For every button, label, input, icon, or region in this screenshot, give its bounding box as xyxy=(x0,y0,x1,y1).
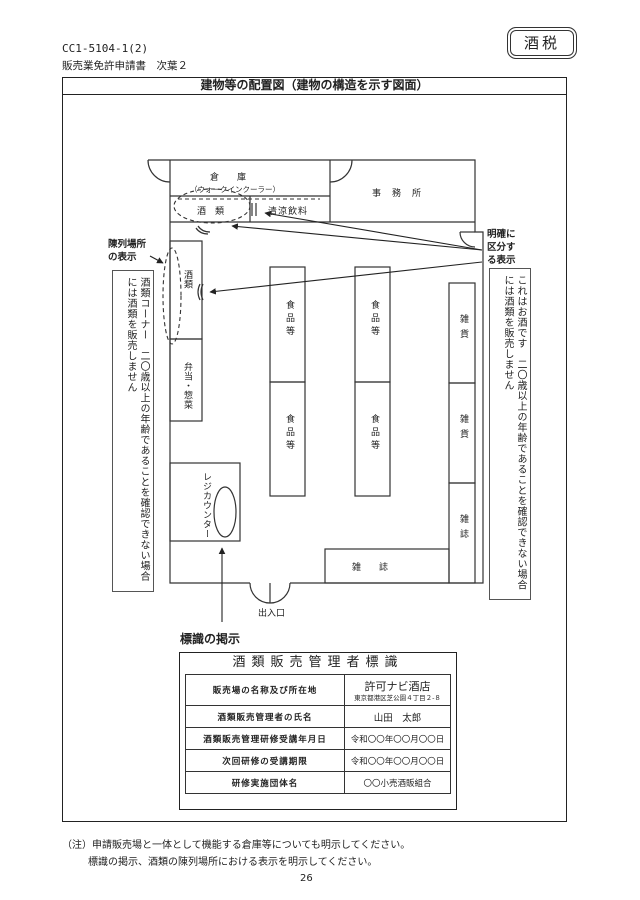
sign-row: 酒類販売管理者の氏名 山田 太郎 xyxy=(185,705,451,728)
food-label-3: 食品等 xyxy=(369,300,379,339)
notice-left: 酒類コーナー 二〇歳以上の年齢であることを確認できない場合には酒類を販売しません xyxy=(112,270,154,592)
magazine-label-right: 雑誌 xyxy=(458,514,468,544)
sign-label: 酒類販売管理研修受講年月日 xyxy=(185,727,345,750)
sign-board xyxy=(179,652,457,810)
arrow-distinguish-3 xyxy=(209,261,483,295)
door-arc-left xyxy=(147,159,171,183)
door-arc-right xyxy=(329,159,353,183)
divider-curve-2 xyxy=(197,283,201,301)
register-label: レジカウンター xyxy=(201,472,211,539)
food-shelf-2b xyxy=(354,381,391,497)
warehouse-label: 倉 庫 xyxy=(210,173,247,183)
sign-row: 販売場の名称及び所在地 許可ナビ酒店 東京都港区芝公園４丁目２-８ xyxy=(185,674,451,706)
food-label-4: 食品等 xyxy=(369,414,379,453)
display-place-top xyxy=(173,188,251,224)
bento-label: 弁当・惣菜 xyxy=(182,362,192,410)
sign-row: 酒類販売管理研修受講年月日 令和〇〇年〇〇月〇〇日 xyxy=(185,727,451,750)
sign-title: 酒類販売管理者標識 xyxy=(232,655,404,670)
sign-value: 許可ナビ酒店 東京都港区芝公園４丁目２-８ xyxy=(344,674,451,706)
liquor-shelf-vertical xyxy=(169,240,203,340)
food-label-1: 食品等 xyxy=(284,300,294,339)
display-place-left xyxy=(162,247,182,345)
entrance-door-left xyxy=(249,582,271,604)
page-number: 26 xyxy=(300,873,313,884)
magazine-label-bottom: 雑 誌 xyxy=(352,563,389,573)
sign-value: 令和〇〇年〇〇月〇〇日 xyxy=(344,749,451,772)
entrance-door-right xyxy=(269,582,291,604)
food-shelf-1b xyxy=(269,381,306,497)
sign-table: 販売場の名称及び所在地 許可ナビ酒店 東京都港区芝公園４丁目２-８ 酒類販売管理… xyxy=(185,674,451,794)
liquor-shelf-label: 酒 類 xyxy=(197,207,225,217)
goods-label-2: 雑貨 xyxy=(458,414,468,444)
callout-distinguish: 明確に 区分す る表示 xyxy=(487,229,516,266)
divider-curve-1 xyxy=(195,227,209,235)
door-arc-office xyxy=(459,231,476,248)
bento-shelf xyxy=(169,338,203,422)
sign-row: 研修実施団体名 〇〇小売酒販組合 xyxy=(185,771,451,794)
goods-label-1: 雑貨 xyxy=(458,314,468,344)
liquor-vertical-label: 酒類 xyxy=(182,270,192,289)
sign-row: 次回研修の受講期限 令和〇〇年〇〇月〇〇日 xyxy=(185,749,451,772)
form-subtitle: 販売業免許申請書 次葉２ xyxy=(62,60,188,72)
sign-value: 〇〇小売酒販組合 xyxy=(344,771,451,794)
sign-label: 研修実施団体名 xyxy=(185,771,345,794)
callout-sign-posting: 標識の掲示 xyxy=(180,632,241,646)
footer-note-2: 標識の掲示、酒類の陳列場所における表示を明示してください。 xyxy=(88,857,378,868)
sign-label: 販売場の名称及び所在地 xyxy=(185,674,345,706)
food-label-2: 食品等 xyxy=(284,414,294,453)
sign-label: 次回研修の受講期限 xyxy=(185,749,345,772)
walkin-label: （ウォークインクーラー） xyxy=(190,185,280,194)
notice-right: これはお酒です 二〇歳以上の年齢であることを確認できない場合には酒類を販売しませ… xyxy=(489,268,531,600)
callout-display-place: 陳列場所 の表示 xyxy=(108,239,147,263)
sign-value: 令和〇〇年〇〇月〇〇日 xyxy=(344,727,451,750)
register-mark xyxy=(213,486,237,538)
soft-drinks-label: 清涼飲料 xyxy=(268,207,309,217)
footer-note-1: （注）申請販売場と一体として機能する倉庫等についても明示してください。 xyxy=(62,840,411,851)
tax-stamp: 酒税 xyxy=(507,27,577,59)
entrance-label: 出入口 xyxy=(258,609,286,619)
register-counter xyxy=(169,462,241,542)
office-label: 事 務 所 xyxy=(372,189,423,199)
arrow-display-place xyxy=(149,255,164,264)
magazine-shelf-right xyxy=(448,482,476,584)
drawing-frame xyxy=(62,77,567,822)
form-code: CC1-5104-1(2) xyxy=(62,42,149,55)
arrow-distinguish-1 xyxy=(264,210,483,251)
sign-value: 山田 太郎 xyxy=(344,705,451,728)
arrow-distinguish-2 xyxy=(231,223,483,251)
frame-title: 建物等の配置図（建物の構造を示す図面） xyxy=(62,77,567,95)
magazine-shelf-bottom xyxy=(324,548,450,584)
sign-label: 酒類販売管理者の氏名 xyxy=(185,705,345,728)
